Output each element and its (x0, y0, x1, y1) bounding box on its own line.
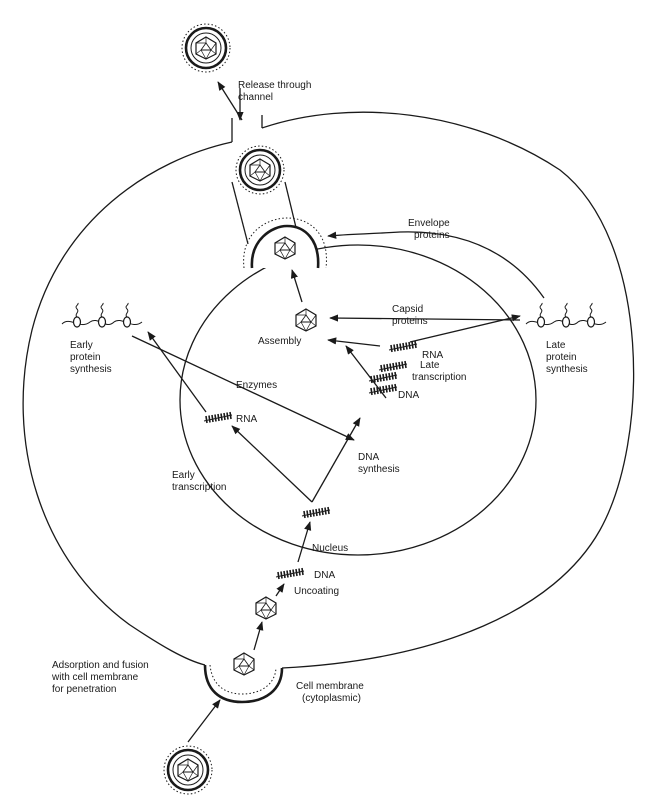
late-polysome-icon (526, 303, 606, 327)
early-polysome-icon (62, 303, 142, 327)
incoming-virion-icon (164, 746, 212, 794)
late-strands-icon (369, 341, 417, 395)
rna-strand-early-icon (204, 412, 232, 423)
pathway-arrows (132, 82, 544, 742)
nucleus-membrane (180, 245, 536, 555)
dna-strand-nucleus-icon (302, 507, 330, 518)
early-transcription-label: Early transcription (172, 470, 226, 493)
early-protein-synthesis-label: Early protein synthesis (70, 340, 112, 375)
adsorption-label: Adsorption and fusion with cell membrane… (51, 660, 152, 695)
late-transcription-label: Late transcription (412, 360, 466, 383)
entry-pit-icon (205, 653, 282, 702)
cell-membrane-label: Cell membrane (cytoplasmic) (296, 681, 367, 704)
dna-synthesis-label: DNA synthesis (358, 452, 400, 475)
dna-uncoating-label: DNA (314, 570, 335, 581)
released-virion-icon (182, 24, 230, 72)
enzymes-label: Enzymes (236, 380, 277, 391)
assembly-label: Assembly (258, 336, 301, 347)
envelope-proteins-label: Envelope proteins (408, 218, 452, 241)
dna-late-label: DNA (398, 390, 419, 401)
channel-virion-icon (236, 146, 284, 194)
rna-early-label: RNA (236, 414, 257, 425)
uncoating-capsid-icon (256, 597, 276, 619)
cell-membrane (23, 112, 633, 668)
uncoating-label: Uncoating (294, 586, 339, 597)
labels: Release through channel Envelope protein… (51, 80, 588, 704)
nucleus-label: Nucleus (312, 543, 348, 554)
assembly-capsid-icon (296, 309, 316, 331)
release-label: Release through channel (238, 80, 314, 103)
late-protein-synthesis-label: Late protein synthesis (546, 340, 588, 375)
dna-strand-uncoating-icon (276, 568, 304, 579)
capsid-proteins-label: Capsid proteins (392, 304, 428, 327)
budding-virion-icon (244, 218, 327, 268)
